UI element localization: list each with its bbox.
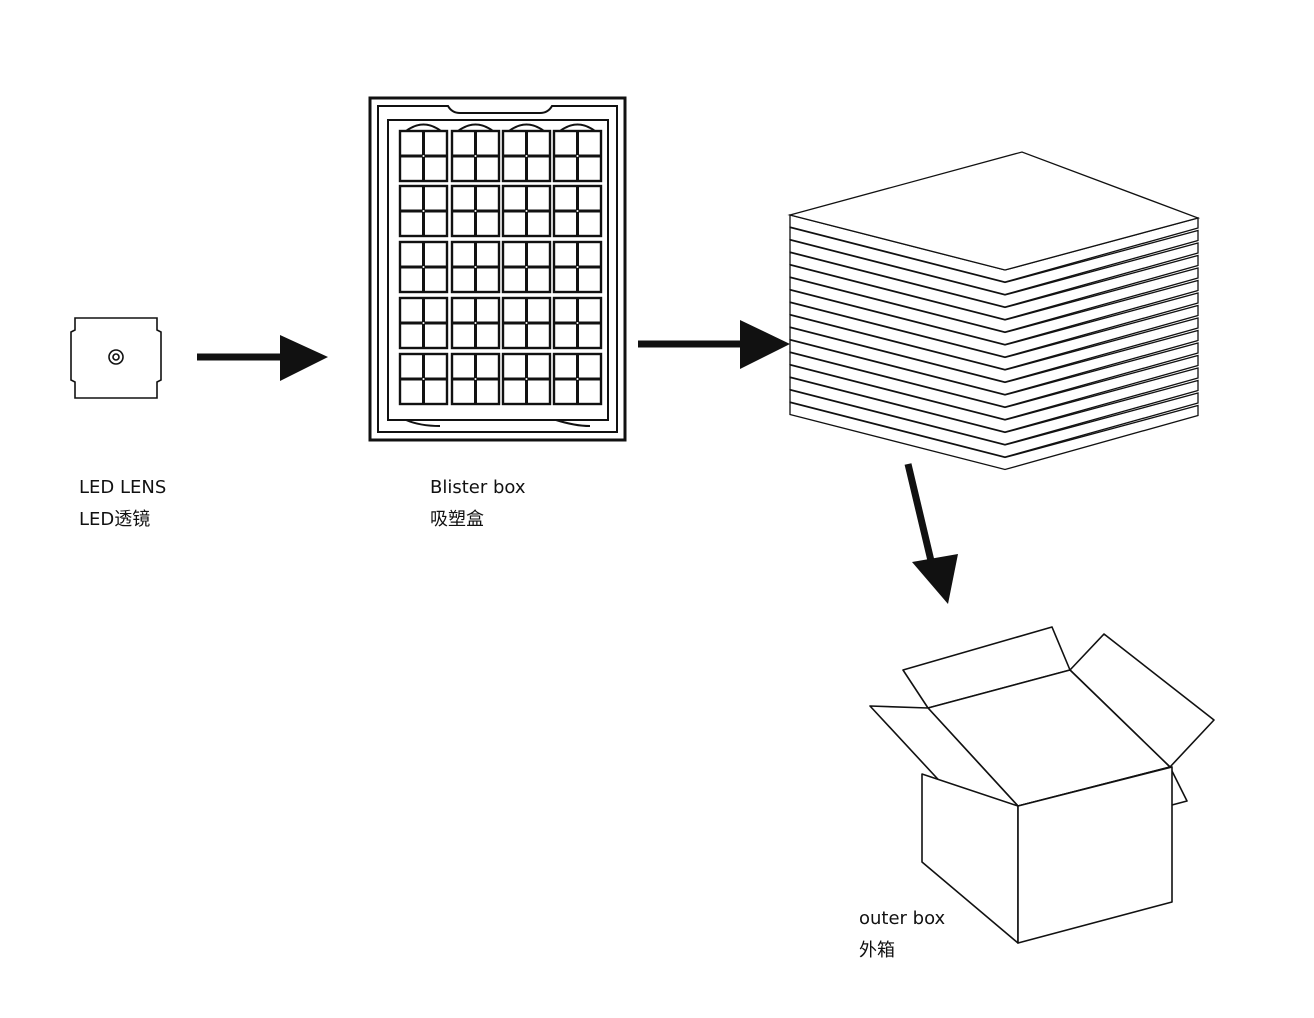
arrow-down-icon xyxy=(904,463,958,604)
tray-cell-center xyxy=(473,321,478,325)
tray-cell-center xyxy=(524,154,529,158)
cardboard-box-icon xyxy=(869,626,1215,944)
tray-cell-center xyxy=(524,265,529,269)
blister-box-label: Blister box 吸塑盒 xyxy=(430,472,526,536)
outer-box-label-cn: 外箱 xyxy=(859,940,895,961)
tray-cell-center xyxy=(575,209,580,213)
tray-cell-center xyxy=(421,209,426,213)
tray-cell-center xyxy=(524,209,529,213)
tray-cell-center xyxy=(575,265,580,269)
tray-cell-center xyxy=(575,377,580,381)
blister-tray-icon xyxy=(368,96,627,442)
blister-box-label-en: Blister box xyxy=(430,477,526,498)
tray-cell-center xyxy=(473,209,478,213)
led-lens-icon xyxy=(70,317,162,399)
outer-box-label-en: outer box xyxy=(859,908,946,929)
arrow-right-icon xyxy=(197,335,328,381)
led-lens-label-cn: LED透镜 xyxy=(79,509,151,530)
tray-column-cap xyxy=(405,123,442,132)
tray-cell-center xyxy=(575,154,580,158)
tray-cell-center xyxy=(524,377,529,381)
tray-cell-center xyxy=(421,265,426,269)
blister-box-label-cn: 吸塑盒 xyxy=(430,509,484,530)
tray-column-cap xyxy=(559,123,596,132)
stacked-trays-icon xyxy=(787,151,1201,471)
outer-box-label: outer box 外箱 xyxy=(859,903,945,967)
tray-cell-center xyxy=(473,154,478,158)
tray-column-cap xyxy=(508,123,545,132)
tray-column-cap xyxy=(457,123,494,132)
led-lens-label: LED LENS LED透镜 xyxy=(79,472,166,536)
tray-cell-center xyxy=(575,321,580,325)
tray-cell-center xyxy=(421,377,426,381)
tray-cell-center xyxy=(473,377,478,381)
tray-cell-center xyxy=(524,321,529,325)
stacked-tray-top xyxy=(787,151,1201,271)
arrow-right-icon xyxy=(638,320,790,369)
tray-cell-center xyxy=(421,154,426,158)
tray-cell-center xyxy=(473,265,478,269)
led-lens-label-en: LED LENS xyxy=(79,477,167,498)
tray-cell-center xyxy=(421,321,426,325)
